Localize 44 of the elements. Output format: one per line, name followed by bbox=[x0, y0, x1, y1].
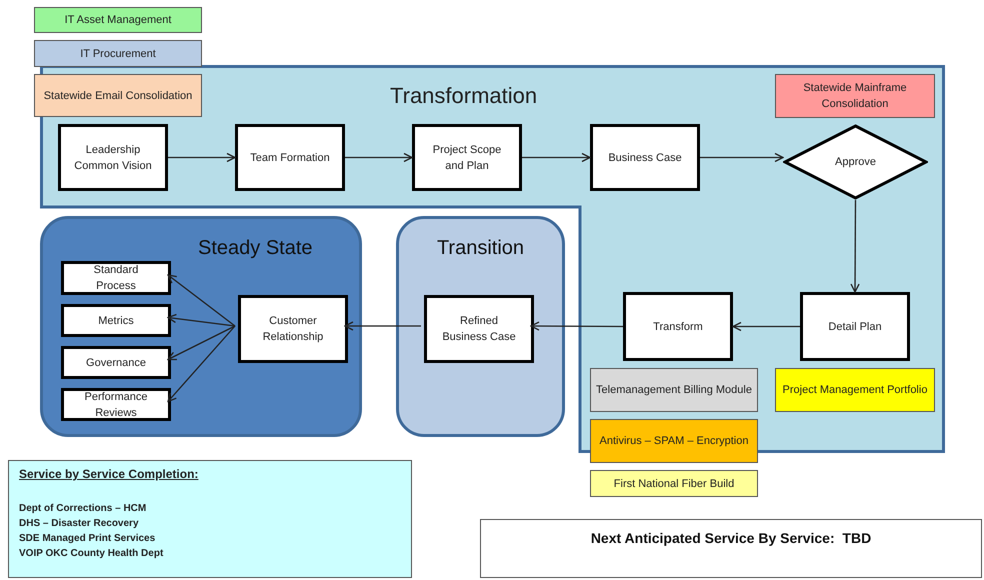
arrow bbox=[167, 274, 236, 327]
note-heading: Service by Service Completion: bbox=[19, 466, 200, 483]
note-line: VOIP OKC County Health Dept bbox=[19, 547, 164, 561]
category-tag: Telemanagement Billing Module bbox=[590, 368, 758, 412]
note-box bbox=[8, 460, 412, 578]
note-line: DHS – Disaster Recovery bbox=[19, 517, 140, 531]
process-box: Refined Business Case bbox=[424, 295, 534, 363]
region-title: Steady State bbox=[198, 236, 313, 261]
process-box: Transform bbox=[623, 292, 733, 361]
category-tag: Antivirus – SPAM – Encryption bbox=[590, 419, 758, 463]
arrow bbox=[522, 152, 591, 162]
category-tag: IT Asset Management bbox=[34, 7, 202, 33]
arrow bbox=[732, 322, 800, 332]
decision-diamond: Approve bbox=[783, 124, 928, 200]
process-box: Leadership Common Vision bbox=[58, 124, 168, 191]
phase-region bbox=[396, 216, 565, 437]
category-tag: Project Management Portfolio bbox=[775, 368, 935, 412]
region-title: Transition bbox=[436, 236, 526, 261]
category-tag: First National Fiber Build bbox=[590, 470, 758, 497]
arrow bbox=[345, 152, 413, 162]
note-line: SDE Managed Print Services bbox=[19, 532, 156, 546]
arrow bbox=[344, 321, 421, 331]
process-box: Business Case bbox=[590, 124, 700, 191]
process-box: Performance Reviews bbox=[61, 388, 171, 421]
phase-region bbox=[40, 216, 362, 437]
process-box: Standard Process bbox=[61, 261, 171, 295]
category-tag: Statewide Mainframe Consolidation bbox=[775, 74, 935, 118]
arrow bbox=[530, 321, 623, 331]
process-box: Detail Plan bbox=[800, 292, 910, 361]
arrow bbox=[700, 152, 784, 162]
note-box: Next Anticipated Service By Service: TBD bbox=[480, 519, 982, 578]
region-title: Transformation bbox=[390, 82, 538, 110]
arrow bbox=[167, 326, 236, 402]
process-box: Project Scope and Plan bbox=[412, 124, 522, 191]
process-box: Metrics bbox=[61, 304, 171, 337]
note-line: Dept of Corrections – HCM bbox=[19, 502, 148, 516]
arrow bbox=[167, 325, 236, 360]
arrow bbox=[850, 200, 860, 293]
arrow bbox=[168, 152, 236, 162]
process-box: Customer Relationship bbox=[238, 295, 348, 363]
arrow bbox=[167, 314, 236, 327]
process-box: Governance bbox=[61, 346, 171, 379]
process-box: Team Formation bbox=[235, 124, 345, 191]
category-tag: IT Procurement bbox=[34, 40, 202, 67]
